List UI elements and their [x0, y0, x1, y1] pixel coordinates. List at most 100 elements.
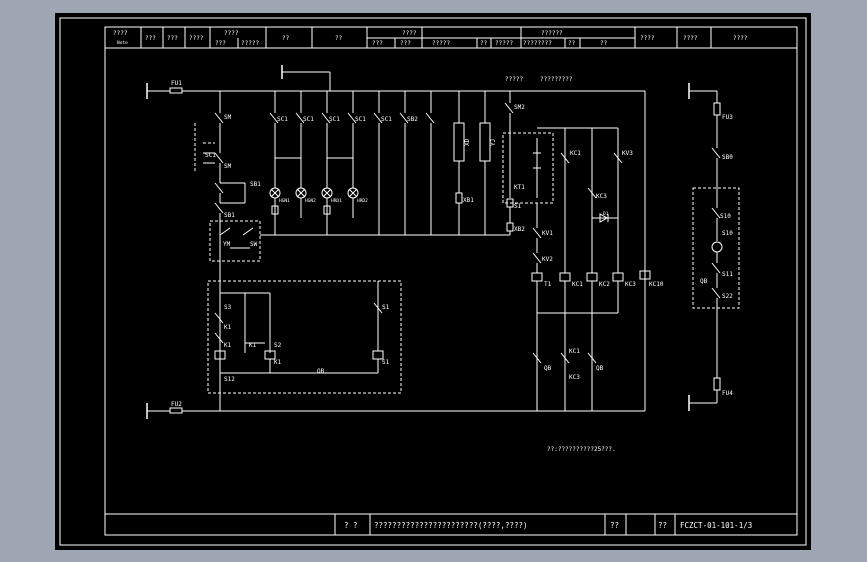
title-label-1: ? ?: [344, 521, 358, 530]
k1-label-2: K1: [224, 342, 232, 349]
qb-label-right-2: QB: [596, 365, 604, 372]
yj-label: YJ: [490, 139, 497, 146]
ym-sw-block: [209, 220, 261, 262]
sc1-label-2: SC1: [303, 116, 314, 123]
kv3-label: KV3: [622, 150, 633, 157]
header-cell-17: ??: [568, 40, 576, 47]
s10-label: S10: [722, 230, 733, 237]
kc1-top-label: KC1: [570, 150, 581, 157]
t1-label: T1: [544, 281, 552, 288]
s22-label: S22: [722, 293, 733, 300]
xd-yj-branch: [453, 91, 491, 235]
fu2-label: FU2: [171, 401, 182, 408]
note-top-2: ?????????: [540, 76, 573, 83]
sb1-label: SB1: [250, 181, 261, 188]
header-cell-6: ???: [215, 40, 226, 47]
kc1-label: KC1: [572, 281, 583, 288]
header-cell-16: ??????: [541, 30, 563, 37]
kt1-block: [502, 91, 554, 235]
hrd2-label: HRD2: [357, 198, 368, 204]
kc2-label: KC2: [599, 281, 610, 288]
kc1-bottom-label: KC1: [569, 348, 580, 355]
kv1-label: KV1: [542, 230, 553, 237]
sc1-label-3: SC1: [329, 116, 340, 123]
drawing-title: ???????????????????????(????,????): [374, 521, 528, 530]
header-cell-1: Note: [117, 40, 128, 46]
s11-label: S11: [722, 271, 733, 278]
note-top-1: ?????: [505, 76, 523, 83]
xd-label: XD: [464, 138, 471, 146]
d1-label: D1: [603, 211, 609, 217]
header-cell-2: ???: [145, 35, 156, 42]
drawing-sheet: ???? Note ??? ??? ???? ???? ??? ????? ??…: [55, 13, 811, 550]
header-cell-8: ??: [282, 35, 290, 42]
sb1-label-2: SB1: [224, 212, 235, 219]
kv2-label: KV2: [542, 256, 553, 263]
hgn1-label: HGN1: [279, 198, 290, 204]
title-label-2: ??: [610, 521, 619, 530]
k1-label-1: K1: [224, 324, 232, 331]
sm-label: SM: [224, 114, 232, 121]
fu3-label: FU3: [722, 114, 733, 121]
qb-label: QB: [317, 368, 325, 375]
main-control-branch: [194, 91, 224, 411]
header-cell-5: ????: [224, 30, 239, 37]
xb1-label: XB1: [463, 197, 474, 204]
sb2-label: SB2: [407, 116, 418, 123]
header-cell-11: ???: [372, 40, 383, 47]
signal-lamp-branch: [260, 91, 510, 236]
fu4-label: FU4: [722, 390, 733, 397]
header-cell-9: ??: [335, 35, 343, 42]
supply-rails: [146, 83, 646, 419]
sm-label-2: SM: [224, 163, 232, 170]
s3-label: S3: [224, 304, 232, 311]
header-cell-18: ??: [600, 40, 608, 47]
kc3-label: KC3: [625, 281, 636, 288]
s10-label-a: S10: [720, 213, 731, 220]
sc1-label-1: SC1: [277, 116, 288, 123]
kc3-bottom-label: KC3: [569, 374, 580, 381]
title-block: [105, 513, 797, 535]
s1-label: S1: [382, 304, 390, 311]
hrd1-label: HRD1: [331, 198, 342, 204]
header-cell-3: ???: [167, 35, 178, 42]
fu1-label: FU1: [171, 80, 182, 87]
sm2-label: SM2: [514, 104, 525, 111]
kt1-label: KT1: [514, 184, 525, 191]
hgn2-label: HGN2: [305, 198, 316, 204]
header-cell-7: ?????: [241, 40, 259, 47]
header-cell-22: ????: [733, 35, 748, 42]
header-cell-4: ????: [189, 35, 204, 42]
s12-label: S12: [224, 376, 235, 383]
ym-label: YM: [223, 241, 231, 248]
xb2-label: XB2: [514, 226, 525, 233]
kc3-top-label: KC3: [596, 193, 607, 200]
k1-label-3: K1: [249, 342, 257, 349]
right-aux-circuit: [688, 83, 740, 411]
s1-label-top: S1: [514, 203, 522, 210]
header-cell-10: ????: [402, 30, 417, 37]
header-cell-15: ?????: [495, 40, 513, 47]
sc1-label-5: SC1: [381, 116, 392, 123]
sc1-label-4: SC1: [355, 116, 366, 123]
header-table: [105, 27, 797, 49]
sb0-label: SB0: [722, 154, 733, 161]
header-cell-20: ????: [640, 35, 655, 42]
header-cell-13: ?????: [432, 40, 450, 47]
s2-label: S2: [274, 342, 282, 349]
k1-coil-label: K1: [274, 359, 282, 366]
schematic-canvas: ???? Note ??? ??? ???? ???? ??? ????? ??…: [59, 17, 807, 546]
relay-columns: [531, 127, 651, 411]
kc10-label: KC10: [649, 281, 664, 288]
qb-block: [207, 280, 402, 411]
title-label-3: ??: [658, 521, 667, 530]
inner-border: [104, 26, 798, 536]
header-cell-12: ???: [400, 40, 411, 47]
qb-label-right: QB: [544, 365, 552, 372]
header-cell-0: ????: [113, 30, 128, 37]
header-cell-21: ????: [683, 35, 698, 42]
sw-label: SW: [250, 241, 258, 248]
header-cell-14: ??: [480, 40, 488, 47]
header-cell-19: ????????: [523, 40, 552, 47]
outer-border: [59, 17, 807, 546]
